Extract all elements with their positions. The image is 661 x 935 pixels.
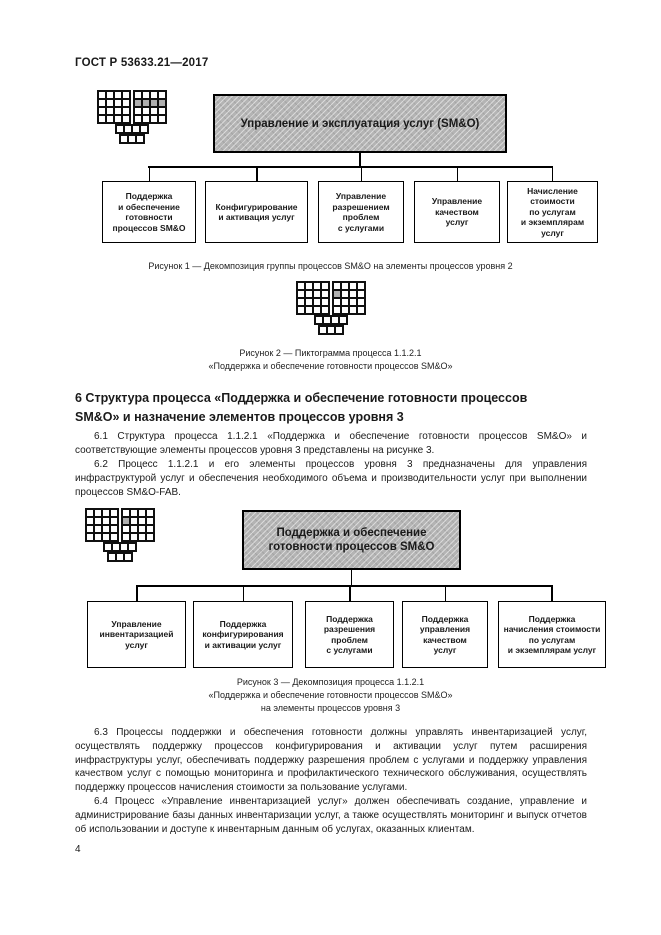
process-box-config-support: Поддержка конфигурирования и активации у… xyxy=(193,601,293,668)
connector xyxy=(359,153,361,166)
process-box-rating-support: Поддержка начисления стоимости по услуга… xyxy=(498,601,606,668)
paragraph-6-2: 6.2 Процесс 1.1.2.1 и его элементы проце… xyxy=(75,459,587,498)
process-box-problem-support: Поддержка разрешения проблем с услугами xyxy=(305,601,394,668)
etom-pictogram-icon xyxy=(295,281,366,335)
connector xyxy=(349,585,351,601)
paragraph-6-3: 6.3 Процессы поддержки и обеспечения гот… xyxy=(75,727,587,794)
process-box-problem-management: Управление разрешением проблем с услугам… xyxy=(318,181,404,243)
connector xyxy=(148,166,150,181)
connector xyxy=(256,166,258,181)
connector xyxy=(242,585,244,601)
connector xyxy=(136,585,138,601)
page-number: 4 xyxy=(75,844,81,855)
figure3-diagram: Поддержка и обеспечение готовности проце… xyxy=(0,505,661,720)
figure2-block: Рисунок 2 — Пиктограмма процесса 1.1.2.1… xyxy=(0,281,661,381)
connector xyxy=(444,585,446,601)
connector xyxy=(360,166,362,181)
process-box-inventory-management: Управление инвентаризацией услуг xyxy=(87,601,186,668)
connector xyxy=(456,166,458,181)
section-heading: 6 Структура процесса «Поддержка и обеспе… xyxy=(75,391,528,424)
paragraph-6-1: 6.1 Структура процесса 1.1.2.1 «Поддержк… xyxy=(75,431,587,456)
process-box-quality-management: Управление качеством услуг xyxy=(414,181,500,243)
figure3-caption: Рисунок 3 — Декомпозиция процесса 1.1.2.… xyxy=(208,677,453,713)
figure3-root-process-box: Поддержка и обеспечение готовности проце… xyxy=(242,510,461,570)
process-box-configuration-activation: Конфигурирование и активация услуг xyxy=(205,181,308,243)
page-header: ГОСТ Р 53633.21—2017 xyxy=(75,57,209,69)
etom-pictogram-icon xyxy=(85,508,155,562)
connector xyxy=(551,585,553,601)
process-box-support-readiness: Поддержка и обеспечение готовности проце… xyxy=(102,181,196,243)
figure2-caption: Рисунок 2 — Пиктограмма процесса 1.1.2.1… xyxy=(208,348,453,371)
connector xyxy=(350,570,352,585)
process-box-quality-support: Поддержка управления качеством услуг xyxy=(402,601,488,668)
figure1-root-process-box: Управление и эксплуатация услуг (SM&O) xyxy=(213,94,507,153)
figure1-caption: Рисунок 1 — Декомпозиция группы процессо… xyxy=(148,261,513,271)
process-box-rating: Начисление стоимости по услугам и экземп… xyxy=(507,181,598,243)
connector xyxy=(136,585,552,587)
figure1-diagram: Управление и эксплуатация услуг (SM&O) П… xyxy=(0,88,661,278)
etom-pictogram-icon xyxy=(97,90,167,144)
paragraph-6-4: 6.4 Процесс «Управление инвентаризацией … xyxy=(75,796,587,835)
connector xyxy=(148,166,553,168)
connector xyxy=(551,166,553,181)
